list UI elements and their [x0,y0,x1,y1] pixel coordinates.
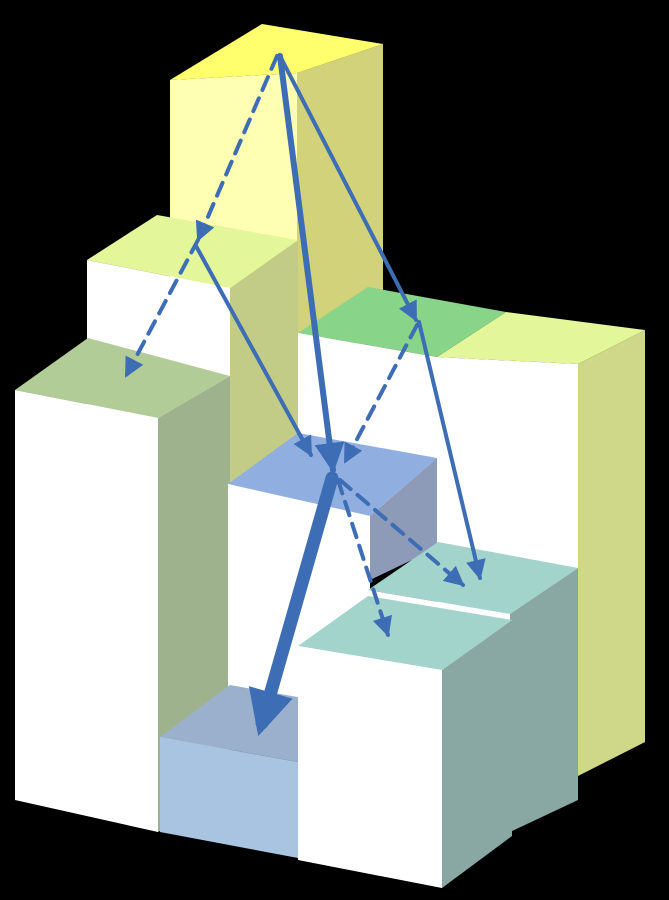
front-left-sage-block [15,338,230,832]
tall-yellow-block-top [170,24,383,80]
arrow-top-to-left-lime [195,54,279,242]
arrow-top-to-blue [277,53,345,473]
arrow-blue-to-steel [248,471,339,737]
back-right-block-side [578,330,645,776]
right-teal-block-side [510,568,578,832]
back-right-block-top [437,312,645,364]
flow-arrows [124,53,486,737]
front-teal-block-top [298,596,512,670]
arrow-left-lime-to-sage [124,238,200,378]
front-teal-block-front [298,646,442,888]
arrow-green-to-right-teal [417,320,486,580]
tall-yellow-block-side [297,44,383,340]
front-left-sage-block-top [15,338,230,418]
front-left-sage-block-front [15,390,158,832]
middle-green-block-top [298,287,506,357]
arrow-left-lime-to-blue [194,244,313,457]
arrow-blue-to-front-teal [336,478,392,637]
front-teal-block [298,596,512,888]
arrow-blue-to-right-teal [338,478,465,587]
arrow-green-to-blue [343,323,419,464]
arrow-top-to-green [278,54,418,322]
bottom-steel-block-front [160,737,298,858]
front-teal-block-side [442,620,512,888]
